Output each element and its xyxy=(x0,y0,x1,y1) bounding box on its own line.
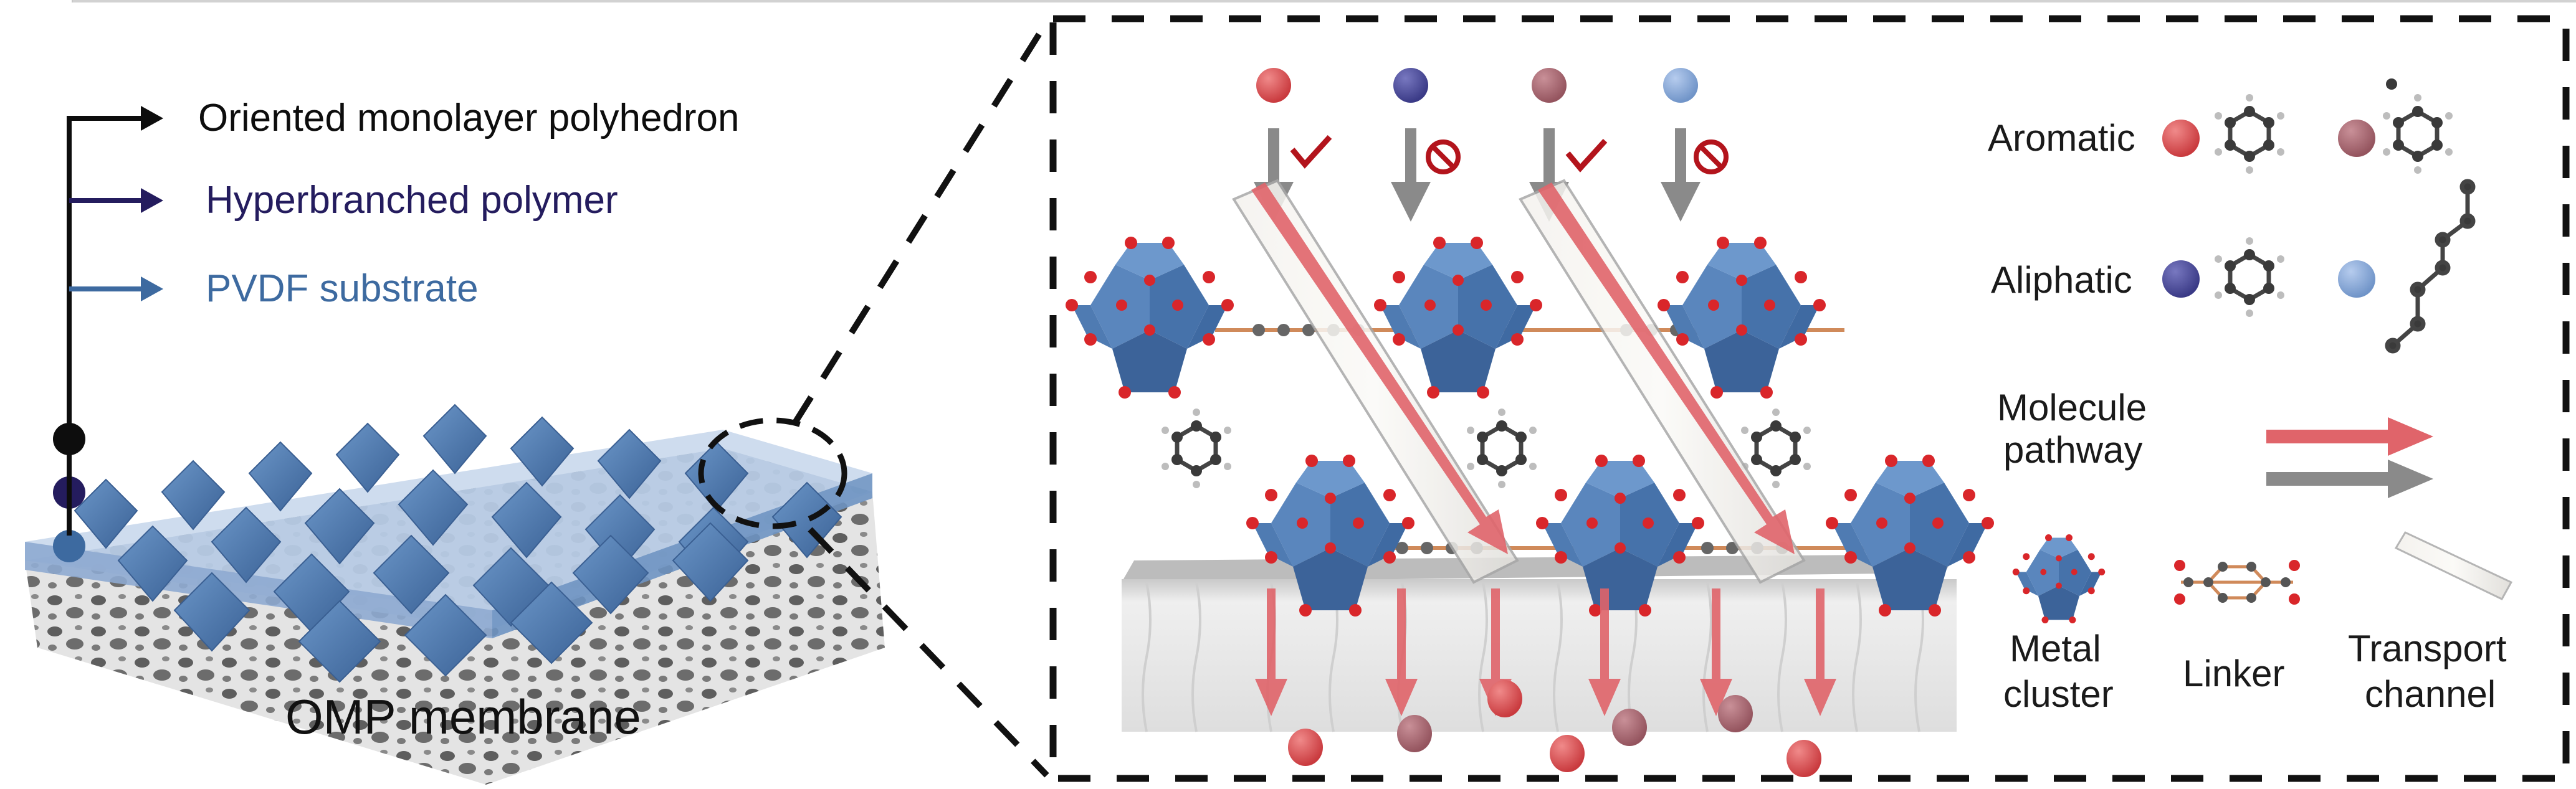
prohibited-icon xyxy=(1426,139,1461,174)
aromatic-ball-1 xyxy=(2162,120,2200,157)
aromatic-ball-2 xyxy=(2338,120,2375,157)
legend-aliphatic-label: Aliphatic xyxy=(1991,259,2132,301)
legend-pathway-line2: pathway xyxy=(2003,429,2143,471)
transport-channel-icon xyxy=(2394,531,2513,600)
legend-graphics xyxy=(2012,78,2513,623)
arrow-right-icon xyxy=(141,188,163,213)
marker-monolayer xyxy=(53,423,85,455)
check-icon xyxy=(1565,138,1608,172)
layer-legend xyxy=(67,106,163,473)
legend-aromatic-label: Aromatic xyxy=(1988,117,2135,159)
benzene-molecule xyxy=(2215,94,2284,174)
prohibited-icon xyxy=(1694,139,1729,174)
aliphatic-ball-1 xyxy=(2162,260,2200,298)
aliphatic-molecule-1 xyxy=(1393,68,1428,103)
aliphatic-molecule-2 xyxy=(1663,68,1698,103)
aromatic-molecule-2 xyxy=(1532,68,1567,103)
zoom-connector-bottom xyxy=(808,527,1049,778)
pathway-gray-arrow-icon xyxy=(2266,460,2433,498)
arrow-right-icon xyxy=(141,276,163,301)
caption-omp-membrane: OMP membrane xyxy=(285,689,641,744)
pathway-red-arrow-icon xyxy=(2266,417,2433,456)
linker-icon xyxy=(2174,560,2300,605)
legend-channel-line2: channel xyxy=(2365,673,2496,715)
toluene-molecule xyxy=(2383,94,2453,174)
zoom-detail-frame xyxy=(1049,15,2570,782)
top-border-line xyxy=(72,0,2576,2)
omp-membrane-illustration xyxy=(25,404,885,785)
label-polymer: Hyperbranched polymer xyxy=(206,179,618,222)
hexane-molecule xyxy=(2385,179,2476,354)
label-monolayer: Oriented monolayer polyhedron xyxy=(198,97,740,139)
metal-cluster-icon xyxy=(2012,534,2106,623)
label-substrate: PVDF substrate xyxy=(206,267,479,310)
zoom-region-ellipse xyxy=(698,417,847,529)
permeate-molecules xyxy=(1288,680,1821,777)
linker-ring xyxy=(1162,409,1231,488)
substrate-block xyxy=(1122,554,1957,732)
check-icon xyxy=(1290,135,1332,169)
feed-molecules xyxy=(1254,68,1729,222)
zoom-connector-top xyxy=(791,20,1050,425)
arrow-right-icon xyxy=(141,106,163,131)
legend-metal-line2: cluster xyxy=(2003,673,2114,715)
linker-ring xyxy=(1467,409,1537,488)
aromatic-molecule-1 xyxy=(1256,68,1291,103)
legend-pathway-line1: Molecule xyxy=(1997,387,2147,428)
legend-channel-line1: Transport xyxy=(2348,628,2507,669)
legend-linker-label: Linker xyxy=(2183,653,2285,694)
legend-metal-line1: Metal xyxy=(2010,628,2101,669)
cyclohexane-molecule xyxy=(2215,237,2284,317)
polyhedron-row xyxy=(74,404,749,549)
marker-substrate xyxy=(53,530,85,562)
aliphatic-ball-2 xyxy=(2338,260,2375,298)
